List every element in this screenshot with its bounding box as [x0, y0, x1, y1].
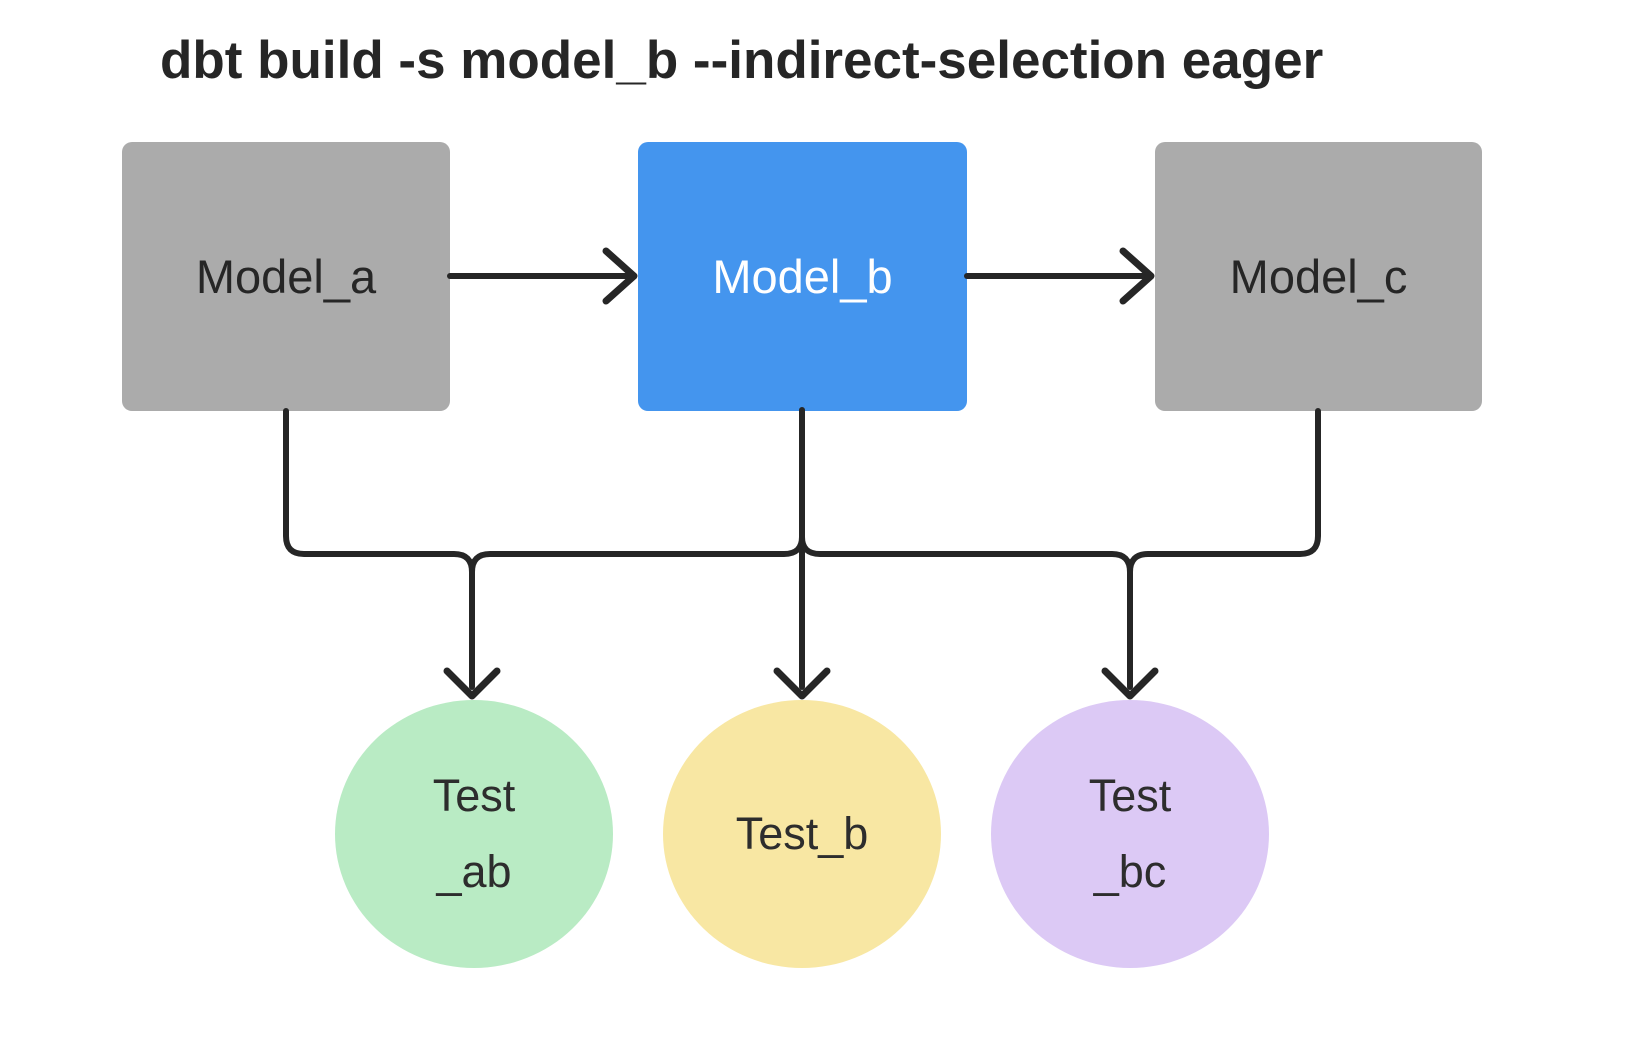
edge-test-ab-arrowhead-icon: [443, 667, 501, 700]
node-test-bc: Test _bc: [991, 700, 1269, 968]
edge-model-c-to-bus: [1127, 408, 1321, 575]
node-test-ab: Test _ab: [335, 700, 613, 968]
bus-connector-group: [283, 407, 1321, 700]
node-model-b-label: Model_b: [712, 250, 893, 303]
node-test-b: Test_b: [663, 700, 941, 968]
node-test-ab-label-line2: _ab: [436, 846, 512, 897]
edge-test-b-arrowhead-icon: [773, 667, 831, 700]
edge-test-bc-arrowhead-icon: [1101, 667, 1159, 700]
diagram-title: dbt build -s model_b --indirect-selectio…: [160, 31, 1324, 90]
node-test-bc-label-line1: Test: [1088, 769, 1172, 821]
edge-model-b-to-model-c-arrowhead-icon: [1119, 247, 1155, 305]
node-model-a: Model_a: [122, 142, 450, 411]
node-test-b-label-line1: Test_b: [735, 807, 869, 859]
edge-bus-to-test-bc: [799, 534, 1133, 690]
edge-model-a-to-model-b-arrowhead-icon: [602, 247, 638, 305]
node-model-c: Model_c: [1155, 142, 1482, 411]
node-test-bc-label-line2: _bc: [1093, 846, 1167, 897]
edge-model-a-to-test-ab: [283, 408, 475, 690]
node-model-c-label: Model_c: [1229, 250, 1408, 303]
node-model-a-label: Model_a: [195, 250, 377, 303]
node-model-b: Model_b: [638, 142, 967, 411]
node-test-ab-label-line1: Test: [432, 769, 516, 821]
bus-segment-left: [469, 534, 805, 575]
